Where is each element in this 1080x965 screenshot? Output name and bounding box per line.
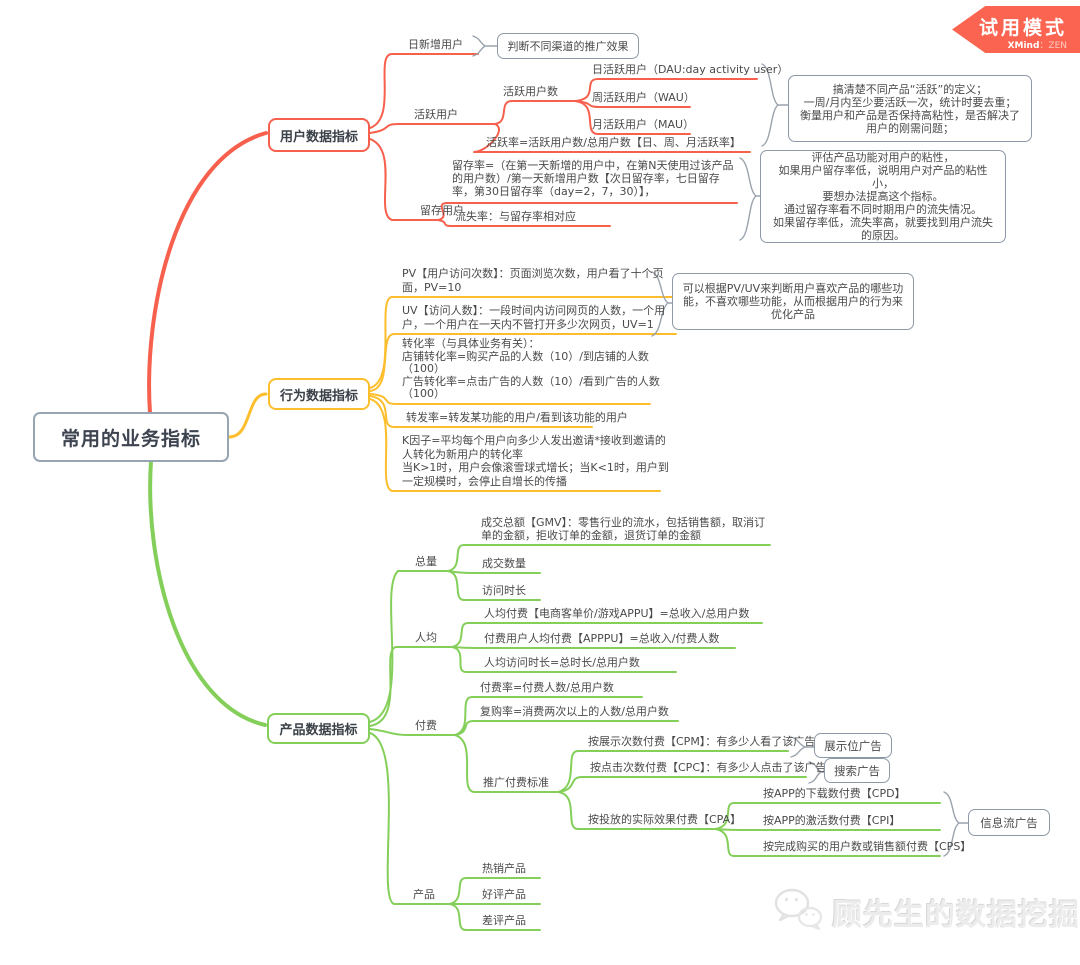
topic-gmv[interactable]: 成交总额【GMV】：零售行业的流水，包括销售额，取消订单的金额，拒收订单的金额，… <box>481 516 766 542</box>
topic-arppu[interactable]: 付费用户人均付费【APPPU】=总收入/付费人数 <box>484 632 720 645</box>
branch-product-data[interactable]: 产品数据指标 <box>267 713 370 744</box>
topic-cps[interactable]: 按完成购买的用户数或销售额付费【CPS】 <box>763 840 972 853</box>
product-branch-edges <box>148 459 941 931</box>
topic-churn-rate[interactable]: 流失率：与留存率相对应 <box>455 210 576 223</box>
topic-forward-rate[interactable]: 转发率=转发某功能的用户/看到该功能的用户 <box>406 411 628 424</box>
wechat-icon <box>772 886 824 938</box>
topic-cpi[interactable]: 按APP的激活数付费【CPI】 <box>763 814 901 827</box>
topic-active-user-count[interactable]: 活跃用户数 <box>503 85 558 98</box>
topic-promo-standard[interactable]: 推广付费标准 <box>483 776 549 789</box>
note-pv-uv[interactable]: 可以根据PV/UV来判断用户喜欢产品的哪些功能，不喜欢哪些功能，从而根据用户的行… <box>672 273 914 330</box>
topic-active-users[interactable]: 活跃用户 <box>414 108 458 121</box>
topic-cpm[interactable]: 按展示次数付费【CPM】：有多少人看了该广告 <box>588 735 816 748</box>
topic-praised-products[interactable]: 好评产品 <box>482 888 526 901</box>
topic-pv[interactable]: PV【用户访问次数】：页面浏览次数，用户看了十个页面，PV=10 <box>402 267 664 294</box>
user-branch-edges <box>147 53 758 415</box>
topic-repurchase-rate[interactable]: 复购率=消费两次以上的人数/总用户数 <box>480 705 669 718</box>
topic-pay[interactable]: 付费 <box>415 719 437 732</box>
topic-deal-count[interactable]: 成交数量 <box>482 557 526 570</box>
note-display-ad[interactable]: 展示位广告 <box>814 733 892 758</box>
topic-cpa[interactable]: 按投放的实际效果付费【CPA】 <box>588 813 742 826</box>
topic-retention-rate[interactable]: 留存率=（在第一天新增的用户中，在第N天使用过该产品的用户数）/第一天新增用户数… <box>452 159 734 198</box>
behavior-branch-edges <box>227 296 677 492</box>
topic-avg-visit-duration[interactable]: 人均访问时长=总时长/总用户数 <box>484 656 640 669</box>
topic-cpc[interactable]: 按点击次数付费【CPC】：有多少人点击了该广告 <box>590 761 827 774</box>
note-retention[interactable]: 评估产品功能对用户的粘性， 如果用户留存率低，说明用户对产品的粘性小， 要想办法… <box>760 150 1006 243</box>
note-active-definition[interactable]: 搞清楚不同产品“活跃”的定义； 一周/月内至少要活跃一次，统计时要去重； 衡量用… <box>788 75 1032 142</box>
topic-bad-review-products[interactable]: 差评产品 <box>482 914 526 927</box>
summary-braces <box>472 35 969 857</box>
watermark-text: 顾先生的数据挖掘 <box>832 898 1080 933</box>
note-promo-effect[interactable]: 判断不同渠道的推广效果 <box>497 33 639 59</box>
xmind-brand-name: XMind <box>1007 41 1040 51</box>
topic-active-rate[interactable]: 活跃率=活跃用户数/总用户数【日、周、月活跃率】 <box>486 136 741 149</box>
topic-conversion-rate[interactable]: 转化率（与具体业务有关）： 店铺转化率=购买产品的人数（10）/到店铺的人数（1… <box>402 337 660 401</box>
topic-k-factor[interactable]: K因子=平均每个用户向多少人发出邀请*接收到邀请的人转化为新用户的转化率 当K>… <box>402 434 669 488</box>
branch-user-data[interactable]: 用户数据指标 <box>268 118 370 152</box>
topic-mau[interactable]: 月活跃用户（MAU） <box>592 118 695 131</box>
topic-total[interactable]: 总量 <box>415 555 437 568</box>
topic-arpu[interactable]: 人均付费【电商客单价/游戏APPU】=总收入/总用户数 <box>484 607 750 620</box>
topic-pay-rate[interactable]: 付费率=付费人数/总用户数 <box>480 681 614 694</box>
watermark: 顾先生的数据挖掘 <box>772 886 1080 938</box>
note-search-ad[interactable]: 搜索广告 <box>824 758 890 783</box>
xmind-brand-suffix: ：ZEN <box>1039 41 1067 51</box>
topic-daily-new-users[interactable]: 日新增用户 <box>408 38 463 51</box>
topic-wau[interactable]: 周活跃用户（WAU） <box>592 91 695 104</box>
branch-behavior-data[interactable]: 行为数据指标 <box>268 378 370 410</box>
topic-hot-products[interactable]: 热销产品 <box>482 862 526 875</box>
root-topic[interactable]: 常用的业务指标 <box>33 412 229 462</box>
xmind-brand: XMind：ZEN <box>1008 38 1067 51</box>
topic-product[interactable]: 产品 <box>413 888 435 901</box>
topic-dau[interactable]: 日活跃用户（DAU:day activity user） <box>592 63 789 76</box>
trial-mode-label: 试用模式 <box>978 17 1067 39</box>
topic-cpd[interactable]: 按APP的下载数付费【CPD】 <box>763 787 906 800</box>
topic-retained-users[interactable]: 留存用户 <box>420 204 464 217</box>
topic-per-capita[interactable]: 人均 <box>415 631 437 644</box>
topic-uv[interactable]: UV【访问人数】：一段时间内访问网页的人数，一个用户，一个用户在一天内不管打开多… <box>402 304 666 331</box>
note-feed-ad[interactable]: 信息流广告 <box>968 809 1050 836</box>
topic-visit-duration[interactable]: 访问时长 <box>482 584 526 597</box>
